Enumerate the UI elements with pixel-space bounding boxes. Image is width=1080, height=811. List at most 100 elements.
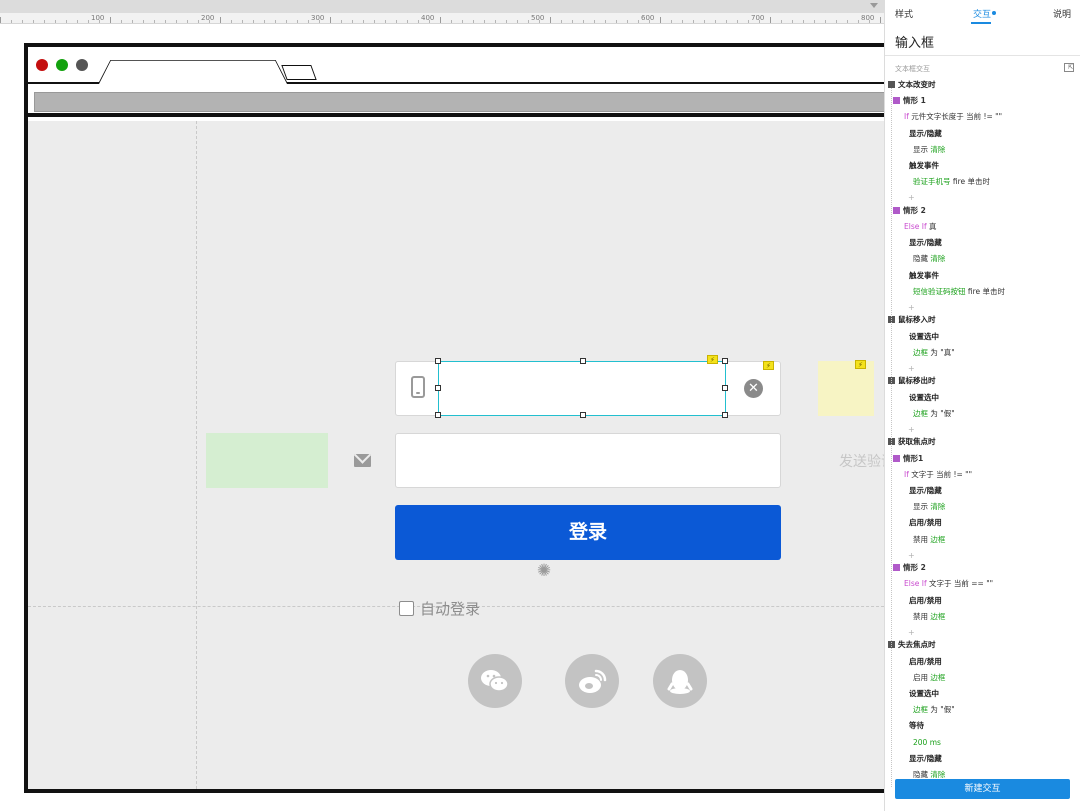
page-viewport: ⚡ ⚡ ✕ ⚡ (28, 121, 884, 789)
tab-interaction[interactable]: 交互 (973, 10, 992, 20)
ruler-label: 700 (751, 14, 765, 22)
case-row[interactable]: 情形1 (893, 452, 923, 466)
row-label: 情形 2 (903, 205, 926, 215)
ruler-tick (429, 20, 430, 23)
ruler-tick (869, 20, 870, 23)
action-detail-row[interactable]: 启用 边框 (913, 671, 945, 685)
qq-login-button[interactable] (653, 654, 707, 708)
ruler-tick (264, 20, 265, 23)
resize-handle[interactable] (435, 385, 441, 391)
add-action-icon[interactable]: + (908, 628, 915, 637)
action-detail-row[interactable]: 禁用 边框 (913, 533, 945, 547)
widget-name[interactable]: 输入框 (895, 36, 935, 51)
event-row[interactable]: 失去焦点时 (888, 638, 936, 652)
login-button[interactable]: 登录 (395, 505, 781, 560)
resize-handle[interactable] (435, 412, 441, 418)
collapse-toggle-icon[interactable] (888, 81, 895, 88)
action-detail-row[interactable]: 隐藏 清除 (913, 768, 945, 782)
action-detail-row[interactable]: 边框 为 "假" (913, 407, 955, 421)
new-interaction-button[interactable]: 新建交互 (895, 779, 1070, 799)
resize-handle[interactable] (722, 358, 728, 364)
interaction-bolt-icon: ⚡ (763, 361, 774, 370)
sms-code-input-field[interactable] (395, 433, 781, 488)
condition-row: Else If 文字于 当前 == "" (904, 577, 993, 591)
phone-input-field[interactable]: ⚡ (395, 361, 781, 416)
add-action-icon[interactable]: + (908, 193, 915, 203)
ruler-tick (638, 20, 639, 23)
action-detail-row[interactable]: 显示 清除 (913, 143, 945, 157)
ruler-tick (231, 20, 232, 23)
new-tab-icon (281, 65, 317, 80)
ruler-tick (418, 20, 419, 23)
auto-login-label: 自动登录 (420, 600, 481, 618)
case-toggle-icon[interactable] (893, 97, 900, 105)
case-row[interactable]: 情形 2 (893, 204, 926, 218)
event-row[interactable]: 鼠标移入时 (888, 313, 936, 327)
interaction-bolt-icon: ⚡ (707, 355, 718, 364)
ruler-tick (660, 17, 661, 23)
detail-prefix: 显示 (913, 144, 931, 154)
resize-handle[interactable] (580, 412, 586, 418)
ruler-tick (539, 20, 540, 23)
action-detail-row[interactable]: 显示 清除 (913, 500, 945, 514)
add-action-icon[interactable]: + (908, 425, 915, 434)
resize-handle[interactable] (580, 358, 586, 364)
tab-notes[interactable]: 说明 (1053, 10, 1072, 20)
action-detail-row[interactable]: 200 ms (913, 736, 941, 750)
ruler-tick (22, 20, 23, 23)
browser-mockup[interactable]: ⚡ ⚡ ✕ ⚡ (24, 43, 884, 793)
add-action-icon[interactable]: + (908, 550, 915, 560)
ruler-label: 300 (311, 14, 325, 22)
action-detail-row[interactable]: 验证手机号 fire 单击时 (913, 175, 990, 189)
ruler-tick (297, 20, 298, 23)
selected-text-input[interactable]: ⚡ (435, 355, 728, 418)
target-widget: 边框 (930, 534, 946, 544)
case-toggle-icon[interactable] (893, 564, 900, 572)
condition-keyword: If (904, 112, 909, 122)
case-row[interactable]: 情形 2 (893, 561, 926, 575)
auto-login-checkbox[interactable] (399, 601, 414, 616)
add-action-icon[interactable]: + (908, 303, 915, 312)
hotspot-yellow[interactable]: ⚡ (818, 360, 874, 416)
ruler-tick (11, 20, 12, 23)
ruler-tick (847, 20, 848, 23)
case-row[interactable]: 情形 1 (893, 94, 926, 108)
ruler-tick (55, 20, 56, 23)
condition-keyword: If (904, 469, 909, 479)
case-toggle-icon[interactable] (893, 454, 900, 462)
event-row[interactable]: 文本改变时 (888, 78, 936, 92)
ruler-tick (737, 20, 738, 23)
action-detail-row[interactable]: 短信验证码按钮 fire 单击时 (913, 285, 1005, 299)
action-detail-row[interactable]: 边框 为 "真" (913, 346, 955, 360)
ruler-tick (44, 20, 45, 23)
ruler-tick (759, 20, 760, 23)
detail-suffix: 为 "真" (928, 347, 955, 357)
event-row[interactable]: 获取焦点时 (888, 435, 936, 449)
ruler-tick (286, 20, 287, 23)
resize-handle[interactable] (722, 412, 728, 418)
ruler-tick (550, 17, 551, 23)
wechat-login-button[interactable] (468, 654, 522, 708)
ruler-dropdown-icon[interactable] (870, 3, 878, 8)
action-detail-row[interactable]: 隐藏 清除 (913, 252, 945, 266)
action-detail-row[interactable]: 禁用 边框 (913, 610, 945, 624)
ruler-tick (616, 20, 617, 23)
action-detail-row[interactable]: 边框 为 "假" (913, 703, 955, 717)
mobile-phone-icon (411, 376, 425, 398)
resize-handle[interactable] (722, 385, 728, 391)
send-code-link[interactable]: 发送验证 (839, 454, 884, 470)
weibo-login-button[interactable] (565, 654, 619, 708)
ruler-tick (561, 20, 562, 23)
resize-handle[interactable] (435, 358, 441, 364)
event-row[interactable]: 鼠标移出时 (888, 374, 936, 388)
hidden-panel-green[interactable] (206, 433, 328, 488)
tab-style[interactable]: 样式 (895, 10, 914, 20)
ruler-tick (319, 20, 320, 23)
ruler-tick (792, 20, 793, 23)
case-toggle-icon[interactable] (893, 206, 900, 214)
clear-icon[interactable]: ✕ (744, 379, 763, 398)
collapse-all-icon[interactable]: ⇱ (1064, 63, 1074, 72)
add-action-icon[interactable]: + (908, 364, 915, 373)
close-dot-icon (36, 59, 48, 71)
